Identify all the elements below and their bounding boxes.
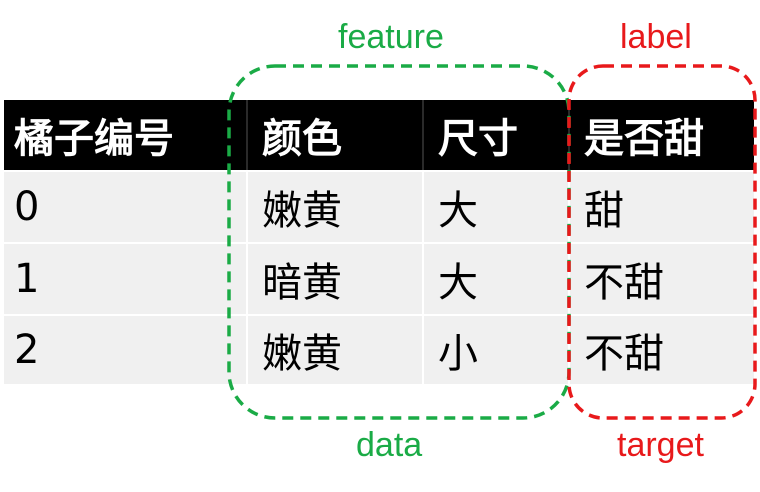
table-cell: 不甜: [584, 260, 664, 306]
header-cell-id: 橘子编号: [4, 100, 248, 170]
target-annotation: target: [617, 426, 704, 464]
table-row: 0 嫩黄 大 甜: [4, 172, 754, 242]
data-annotation: data: [356, 426, 423, 464]
table-row: 1 暗黄 大 不甜: [4, 244, 754, 314]
header-cell-sweet: 是否甜: [584, 116, 704, 162]
table-cell: 嫩黄: [252, 316, 424, 384]
label-annotation: label: [620, 18, 692, 56]
table-cell: 小: [428, 316, 570, 384]
feature-annotation: feature: [338, 18, 444, 56]
table-cell: 暗黄: [252, 244, 424, 314]
table-cell: 大: [428, 244, 570, 314]
table-cell: 2: [4, 316, 248, 384]
header-cell-color: 颜色: [252, 100, 424, 170]
table-header-row: 橘子编号 颜色 尺寸 是否甜: [4, 100, 754, 170]
table-cell: 0: [4, 172, 248, 242]
table-cell: 大: [428, 172, 570, 242]
table-cell: 不甜: [584, 331, 664, 377]
orange-table: 橘子编号 颜色 尺寸 是否甜 0 嫩黄 大 甜 1 暗黄 大 不甜 2 嫩黄 小…: [4, 100, 754, 384]
table-cell: 1: [4, 244, 248, 314]
header-cell-size: 尺寸: [428, 100, 570, 170]
table-cell: 嫩黄: [252, 172, 424, 242]
table-cell: 甜: [584, 188, 624, 234]
table-row: 2 嫩黄 小 不甜: [4, 316, 754, 384]
